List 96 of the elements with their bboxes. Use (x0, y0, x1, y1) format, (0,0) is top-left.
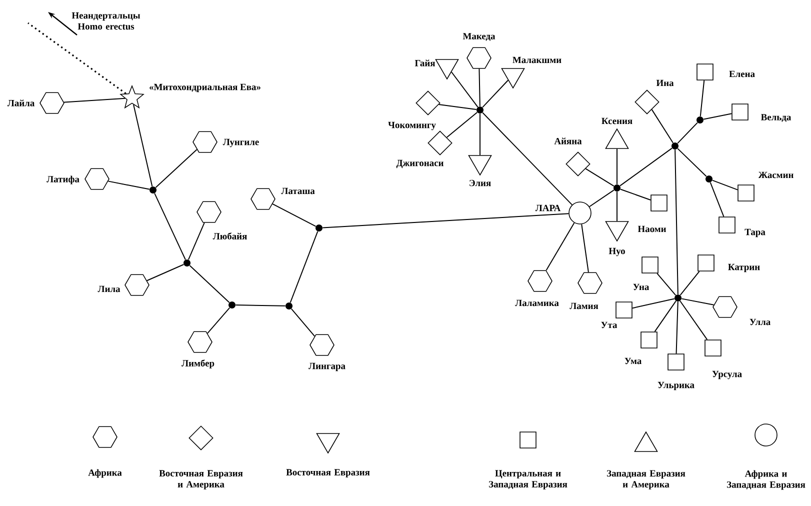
junction-dot (614, 184, 620, 192)
legend-label: Африка (88, 469, 122, 478)
name-label: Элия (470, 180, 491, 186)
junction-dot (286, 302, 292, 310)
connector (632, 298, 675, 309)
connector (546, 222, 575, 271)
name-label: Айяна (554, 138, 582, 144)
connector (478, 68, 480, 107)
connector (482, 112, 573, 206)
name-label: Ума (624, 358, 642, 364)
name-label: Гайя (414, 60, 435, 66)
name-label: Ульрика (658, 382, 694, 390)
connector (64, 98, 126, 103)
connector (272, 203, 316, 227)
connector (581, 224, 589, 273)
connector (438, 104, 477, 110)
name-label: Улла (750, 318, 770, 326)
connector (620, 188, 652, 200)
connector (616, 191, 618, 222)
connector (620, 148, 672, 186)
junction-dot (228, 302, 236, 308)
connector (235, 304, 286, 306)
connector (290, 308, 316, 337)
junction-dot (316, 224, 322, 232)
connector (681, 298, 714, 306)
connector (133, 104, 153, 187)
species-label: Неандертальцы Homo erectus (72, 12, 140, 30)
connector (677, 122, 698, 144)
legend-label: Западная Евразия и Америка (607, 470, 686, 490)
name-label: Латифа (46, 176, 80, 184)
legend-label: Восточная Евразия (286, 469, 370, 478)
connector (654, 300, 676, 332)
legend-label: Восточная Евразия и Америка (159, 470, 243, 490)
connector (676, 301, 678, 354)
name-label: Лаламика (515, 300, 559, 306)
name-label: Джигонаси (396, 160, 444, 168)
connector (108, 180, 150, 190)
name-label: ЛАРА (535, 204, 561, 212)
connector (189, 265, 230, 303)
connector (703, 113, 732, 120)
name-label: Латаша (281, 188, 315, 194)
connector (322, 213, 570, 228)
connector (585, 168, 614, 187)
junction-dot (706, 176, 712, 182)
connector (290, 230, 318, 304)
connector (588, 190, 614, 208)
connector (155, 149, 198, 188)
name-label: Македа (462, 33, 496, 41)
name-label: Лингара (308, 362, 346, 372)
connector (188, 222, 205, 260)
junction-dot (150, 186, 156, 194)
connector (710, 182, 724, 218)
name-label: Ламия (570, 302, 598, 310)
legend-label: Центральная и Западная Евразия (489, 470, 568, 490)
name-label: Лунгиле (222, 138, 259, 148)
name-label: Ина (656, 80, 674, 86)
connector (651, 109, 674, 144)
connector (154, 192, 186, 260)
connector (206, 307, 230, 334)
connector (680, 300, 708, 340)
name-label: Лимбер (182, 360, 214, 368)
junction-dot (696, 116, 704, 124)
connector (712, 180, 738, 190)
name-label: Елена (729, 70, 755, 78)
name-label: Вельда (760, 114, 792, 122)
name-label: Лайла (7, 100, 34, 106)
name-label: Катрин (728, 264, 760, 272)
name-label: «Митохондриальная Ева» (150, 84, 260, 92)
connector (146, 264, 184, 282)
junction-dot (476, 106, 484, 114)
name-label: Наоми (638, 226, 666, 232)
name-label: Малакшми (512, 56, 562, 64)
name-label: Урсула (712, 370, 742, 380)
name-label: Лила (98, 286, 120, 292)
junction-dot (672, 142, 678, 150)
connector (28, 22, 126, 94)
connector (700, 80, 705, 117)
junction-dot (184, 260, 190, 266)
connector (616, 148, 618, 185)
name-label: Нуо (608, 248, 625, 256)
name-label: Уна (633, 284, 650, 290)
name-label: Ксения (602, 118, 632, 124)
name-label: Тара (744, 228, 766, 238)
connector (677, 148, 707, 177)
connector (680, 270, 700, 296)
connector (451, 72, 478, 108)
connector (446, 112, 478, 138)
name-label: Ута (601, 322, 618, 328)
name-label: Чокомингу (388, 122, 436, 130)
name-label: Жасмин (758, 172, 794, 178)
legend-label: Африка и Западная Евразия (727, 470, 806, 490)
connector (656, 272, 676, 296)
connector (482, 80, 509, 108)
connector (674, 149, 678, 295)
junction-dot (674, 294, 682, 302)
name-label: Любайя (212, 232, 247, 240)
